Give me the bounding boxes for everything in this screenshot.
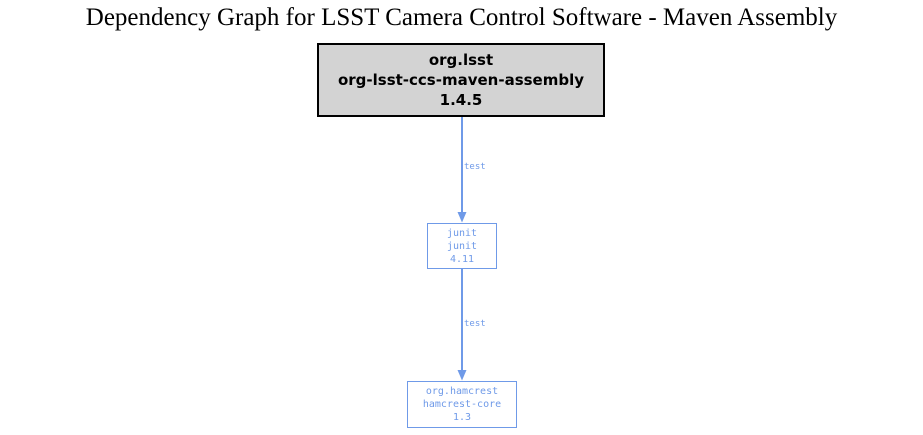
node-artifact-id: junit bbox=[446, 240, 478, 252]
arrowhead-icon bbox=[457, 212, 467, 223]
node-version: 1.3 bbox=[452, 412, 472, 423]
edge-label-junit-to-hamcrest: test bbox=[464, 319, 486, 329]
node-group-id: org.hamcrest bbox=[425, 386, 499, 397]
edge-root-to-junit bbox=[457, 117, 467, 223]
node-artifact-id: hamcrest-core bbox=[422, 399, 502, 410]
node-version: 1.4.5 bbox=[439, 91, 483, 109]
edge-label-root-to-junit: test bbox=[464, 162, 486, 172]
page-title: Dependency Graph for LSST Camera Control… bbox=[85, 4, 838, 31]
node-hamcrest-core[interactable]: org.hamcrest hamcrest-core 1.3 bbox=[407, 381, 517, 428]
node-version: 4.11 bbox=[449, 253, 475, 265]
node-group-id: junit bbox=[446, 227, 478, 239]
node-org-lsst-ccs-maven-assembly[interactable]: org.lsst org-lsst-ccs-maven-assembly 1.4… bbox=[317, 43, 605, 117]
node-group-id: org.lsst bbox=[428, 51, 494, 69]
node-artifact-id: org-lsst-ccs-maven-assembly bbox=[337, 71, 585, 89]
node-junit[interactable]: junit junit 4.11 bbox=[427, 223, 497, 269]
arrowhead-icon bbox=[457, 370, 467, 381]
edge-junit-to-hamcrest bbox=[457, 269, 467, 381]
